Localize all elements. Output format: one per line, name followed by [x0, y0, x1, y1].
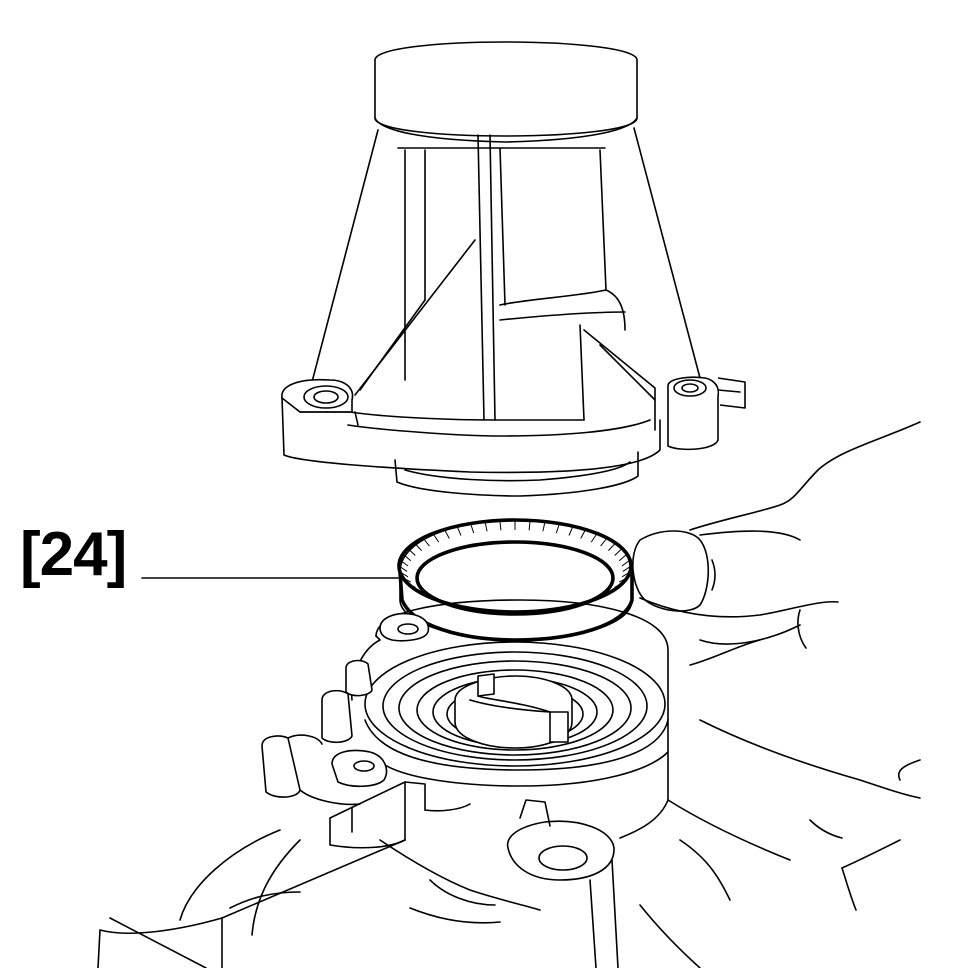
ring-hatch-line	[621, 559, 631, 567]
ring-hatch-line	[556, 608, 560, 611]
ring-hatch-line	[399, 559, 409, 567]
ring-knurl-hatching	[398, 520, 632, 613]
ring-hatch-line	[422, 537, 430, 547]
ring-hatch-line	[618, 577, 628, 583]
ring-hatch-line	[591, 598, 598, 602]
ring-hatch-line	[484, 609, 488, 612]
ring-hatch-line	[407, 583, 416, 588]
ring-hatch-line	[600, 593, 608, 598]
ring-hatch-line	[422, 593, 430, 598]
ring-hatch-line	[542, 609, 546, 612]
ring-hatch-line	[484, 521, 488, 532]
ring-hatch-line	[432, 533, 440, 543]
callout-label-24: [24]	[20, 520, 127, 589]
ring-hatch-line	[470, 523, 475, 534]
ring-hatch-line	[614, 583, 623, 588]
seal-ring-part	[397, 518, 634, 642]
ring-hatch-line	[542, 521, 546, 532]
ring-hatch-line	[443, 529, 450, 539]
ring-hatch-line	[402, 577, 412, 583]
ring-hatch-line	[402, 553, 412, 562]
hand-drawing	[632, 421, 921, 911]
ring-hatch-line	[568, 526, 574, 536]
ring-hatch-line	[618, 553, 628, 562]
ring-hatch-line	[528, 520, 531, 531]
ring-hatch-line	[470, 608, 474, 611]
ring-hatch-line	[608, 588, 616, 593]
ring-hatch-line	[432, 598, 439, 602]
ring-hatch-line	[622, 565, 632, 572]
ring-hatch-line	[580, 529, 587, 539]
ring-hatch-line	[398, 565, 408, 572]
ring-hatch-line	[614, 548, 623, 556]
ring-hatch-line	[600, 537, 608, 547]
ring-hatch-line	[456, 526, 462, 536]
ring-hatch-line	[499, 611, 502, 613]
ring-hatch-line	[568, 605, 574, 608]
ring-hatch-line	[407, 548, 416, 556]
lower-housing	[97, 599, 791, 968]
ring-hatch-line	[414, 542, 422, 551]
ring-hatch-line	[608, 542, 616, 551]
ring-hatch-line	[528, 611, 531, 613]
ring-hatch-line	[399, 571, 409, 578]
ring-hatch-line	[456, 605, 462, 608]
ring-hatch-line	[590, 533, 598, 543]
upper-housing	[281, 41, 746, 497]
ring-hatch-line	[555, 523, 560, 534]
ring-hatch-line	[499, 520, 502, 531]
ring-hatch-line	[621, 571, 631, 578]
ring-hatch-line	[414, 588, 422, 593]
